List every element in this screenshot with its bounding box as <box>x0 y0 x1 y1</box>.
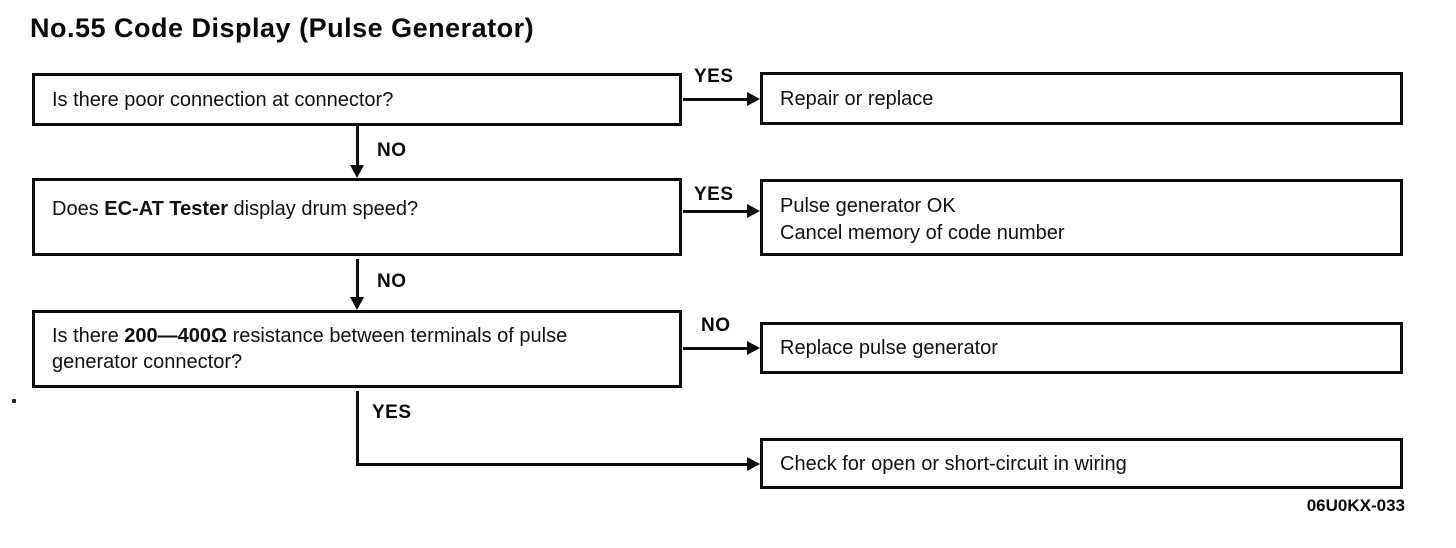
scan-artifact-dot <box>12 399 16 403</box>
question-text-bold: 200—400Ω <box>124 325 228 347</box>
arrowhead-no2 <box>350 297 364 310</box>
arrowhead-yes1 <box>747 92 760 106</box>
question-box-tester: Does EC-AT Tester display drum speed? <box>32 178 682 256</box>
branch-label-no1: NO <box>377 140 407 161</box>
question-text-bold: EC-AT Tester <box>104 198 228 220</box>
connector-line-yes2 <box>683 210 749 213</box>
page-title: No.55 Code Display (Pulse Generator) <box>30 13 535 43</box>
arrowhead-no1 <box>350 165 364 178</box>
result-box-repair: Repair or replace <box>760 72 1403 125</box>
branch-label-yes2: YES <box>694 184 734 205</box>
result-text: Replace pulse generator <box>780 337 998 359</box>
result-box-replace-generator: Replace pulse generator <box>760 322 1403 374</box>
branch-label-yes3: YES <box>372 402 412 423</box>
question-text: Is there poor connection at connector? <box>52 88 394 111</box>
connector-line-yes1 <box>683 98 749 101</box>
question-text-prefix: Is there <box>52 325 125 347</box>
arrowhead-no3 <box>747 341 760 355</box>
branch-label-no3: NO <box>701 315 731 336</box>
arrowhead-yes3 <box>747 457 760 471</box>
arrowhead-yes2 <box>747 204 760 218</box>
result-text: Repair or replace <box>780 87 934 110</box>
result-text-line1: Pulse generator OK <box>780 195 956 217</box>
result-text: Check for open or short-circuit in wirin… <box>780 452 1127 475</box>
result-text-line2: Cancel memory of code number <box>780 222 1065 244</box>
branch-label-yes1: YES <box>694 66 734 87</box>
connector-line-no1 <box>356 126 359 172</box>
result-box-check-wiring: Check for open or short-circuit in wirin… <box>760 438 1403 489</box>
connector-line-no2 <box>356 259 359 304</box>
question-text-suffix: resistance between terminals of pulse ge… <box>52 325 568 373</box>
branch-label-no2: NO <box>377 271 407 292</box>
question-text: Is there 200—400Ω resistance between ter… <box>52 323 619 375</box>
figure-code: 06U0KX-033 <box>1306 496 1405 515</box>
question-text-prefix: Does <box>52 198 105 220</box>
question-box-resistance: Is there 200—400Ω resistance between ter… <box>32 310 682 388</box>
question-box-connector: Is there poor connection at connector? <box>32 73 682 126</box>
connector-line-no3 <box>683 347 749 350</box>
question-text-suffix: display drum speed? <box>227 198 419 220</box>
connector-line-yes3-horizontal <box>356 463 748 466</box>
result-box-pulse-ok: Pulse generator OK Cancel memory of code… <box>760 179 1403 256</box>
connector-line-yes3-vertical <box>356 391 359 466</box>
